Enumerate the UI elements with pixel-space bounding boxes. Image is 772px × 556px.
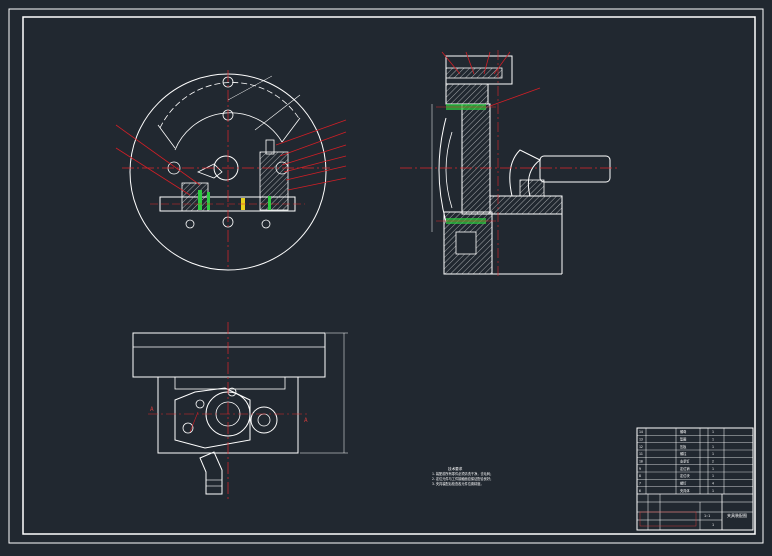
bom-name: 螺母 [680,429,686,434]
sheet-number: 1 [712,523,714,527]
leader-line [279,131,347,157]
leader-line [493,51,511,75]
bom-name: 垫圈 [680,437,686,442]
section-marker-left: A [150,406,154,413]
inner-border [22,16,756,535]
stud [265,139,275,155]
support-green-1 [198,190,202,210]
outlet-pipe [199,451,223,495]
leader-line [287,177,347,191]
leader-line [489,87,541,107]
bom-qty: 4 [712,482,714,486]
notes-line: 1.装配前所有零件必须清洗干净，去毛刺； [432,471,493,476]
bom-qty: 1 [712,467,714,471]
small-hole [195,399,205,409]
red-cells [639,511,697,527]
leader-line [483,51,491,75]
bom-no: 14 [639,430,643,434]
leader-line [254,94,301,131]
outer-border [8,8,764,544]
leader-line [189,411,199,433]
pipe-body [539,155,611,183]
clamp-block-left [181,182,209,212]
clamp-section [519,179,545,197]
bom-name: 支承钉 [680,459,690,464]
leader-line [115,124,201,186]
small-hole [182,422,194,434]
bom-qty: 2 [712,460,714,464]
housing-profile [174,387,251,449]
drawing-scale: 1:1 [704,514,710,518]
clamp-block-right [259,151,289,211]
bom-no: 8 [639,474,641,478]
notes-line: 3.夹具装配后检查各元件位置精度。 [432,481,484,486]
bom-no: 10 [639,460,643,464]
inner-arc-2 [174,112,283,151]
top-plate-bottom-view [132,332,326,378]
leader-line [227,75,273,101]
bom-qty: 1 [712,445,714,449]
bom-qty: 1 [712,474,714,478]
side-disc [250,406,278,434]
right-base [489,195,563,215]
bom-no: 9 [639,467,641,471]
bom-qty: 1 [712,430,714,434]
bom-name: 螺柱 [680,451,687,456]
leader-line [465,51,475,75]
bom-no: 11 [639,452,643,456]
inner-block [174,376,286,390]
support-green-2 [207,192,210,210]
bom-no: 6 [639,489,641,493]
body-column [461,103,491,215]
bom-name: 螺钉 [680,481,687,486]
bolt-hole [185,219,195,229]
leader-line [441,51,461,75]
bom-no: 7 [639,482,641,486]
bottom-view [132,322,348,500]
leader-line [275,119,347,146]
notes-line: 2.定位元件与工件接触面应保证配合良好； [432,476,493,481]
bom-qty: 1 [712,438,714,442]
technical-notes: 技术要求 1.装配前所有零件必须清洗干净，去毛刺； 2.定位元件与工件接触面应保… [432,466,493,486]
plan-view [115,70,347,271]
title-block-frame [636,427,754,531]
bom-qty: 1 [712,452,714,456]
leader-line [115,147,191,196]
bom-no: 13 [639,438,643,442]
notes-heading: 技术要求 [448,466,463,471]
side-disc-inner [257,413,271,427]
leader-line [283,155,347,173]
drawing-title: 夹具装配图 [727,512,747,518]
bore-clear [455,231,477,255]
bom-no: 12 [639,445,643,449]
bom-name: 夹具体 [680,488,690,493]
section-marker-right: A [304,417,308,424]
leader-line [285,165,347,181]
bom-name: 定位销 [680,466,690,471]
bom-name: 定位块 [680,473,690,478]
locating-pin-profile [197,163,223,179]
inner-arc [159,82,301,129]
workpiece-arc [438,117,447,223]
side-section-view [400,50,620,278]
bolt-hole [261,219,271,229]
body-upper [445,83,489,105]
bom-name: 压板 [680,444,687,449]
leader-line [281,144,347,166]
bom-qty: 1 [712,489,714,493]
support-green-3 [268,196,271,210]
notch-slot [157,117,301,149]
workpiece-arc-inner [445,131,453,209]
